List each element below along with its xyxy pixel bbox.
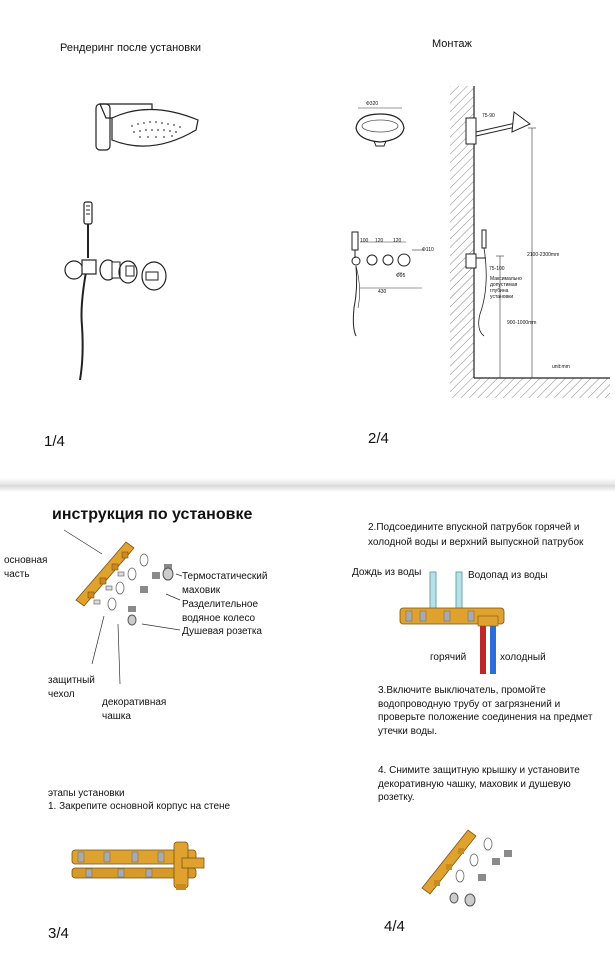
manifold-drawing: [71, 841, 205, 890]
dim-75-100: 75-100: [489, 266, 505, 272]
montage-side-drawing: [450, 86, 610, 398]
rain-shower-head-drawing: [95, 103, 199, 151]
connection-drawing: [399, 571, 505, 674]
page-number-2: 2/4: [368, 430, 389, 447]
depth-note: Максимально допустимая глубина установки: [490, 276, 522, 300]
montage-head-drawing: [355, 107, 405, 147]
label-divider-wheel: Разделительное водяное колесо: [182, 599, 259, 624]
dim-120b: 120: [393, 238, 402, 244]
label-shower-socket: Душевая розетка: [182, 626, 262, 637]
hand-shower-valves-drawing: [64, 201, 167, 381]
dim-100: 100: [360, 238, 369, 244]
label-waterfall: Водопад из воды: [468, 570, 548, 581]
label-cold: холодный: [500, 652, 546, 663]
label-hot: горячий: [430, 652, 467, 663]
step-1: 1. Закрепите основной корпус на стене: [48, 801, 231, 812]
step-4: 4. Снимите защитную крышку и установите …: [378, 765, 580, 803]
label-rain: Дождь из воды: [352, 567, 422, 578]
label-cup: декоративная чашка: [102, 697, 167, 722]
dim-120a: 120: [375, 238, 384, 244]
dim-75-90: 75-90: [482, 113, 495, 119]
page-number-3: 3/4: [48, 925, 69, 942]
page-number-4: 4/4: [384, 918, 405, 935]
page-number-1: 1/4: [44, 433, 65, 450]
label-thermo-wheel: Термостатический маховик: [182, 571, 268, 596]
instruction-heading: инструкция по установке: [52, 506, 253, 523]
montage-front-drawing: [351, 231, 424, 337]
label-cover: защитный чехол: [48, 675, 95, 700]
label-main-part: основная часть: [4, 555, 48, 580]
exploded-parts-drawing: [63, 529, 183, 685]
final-assembly-drawing: [421, 829, 512, 907]
dim-900: 900-1000mm: [507, 320, 537, 326]
dim-320: Ф320: [366, 101, 379, 107]
dim-95: Ф95: [396, 273, 406, 279]
unit-label: unit:mm: [552, 364, 570, 370]
step-3: 3.Включите выключатель, промойте водопро…: [378, 685, 593, 737]
step-2: 2.Подсоедините впускной патрубок горячей…: [368, 522, 584, 548]
steps-title: этапы установки: [48, 788, 125, 799]
page-divider: [0, 478, 615, 492]
dim-430: 430: [378, 289, 387, 295]
dim-2100: 2100-2300mm: [527, 252, 560, 258]
montage-title: Монтаж: [432, 38, 472, 50]
rendering-title: Рендеринг после установки: [60, 42, 202, 54]
dim-110: Ф110: [422, 247, 434, 253]
